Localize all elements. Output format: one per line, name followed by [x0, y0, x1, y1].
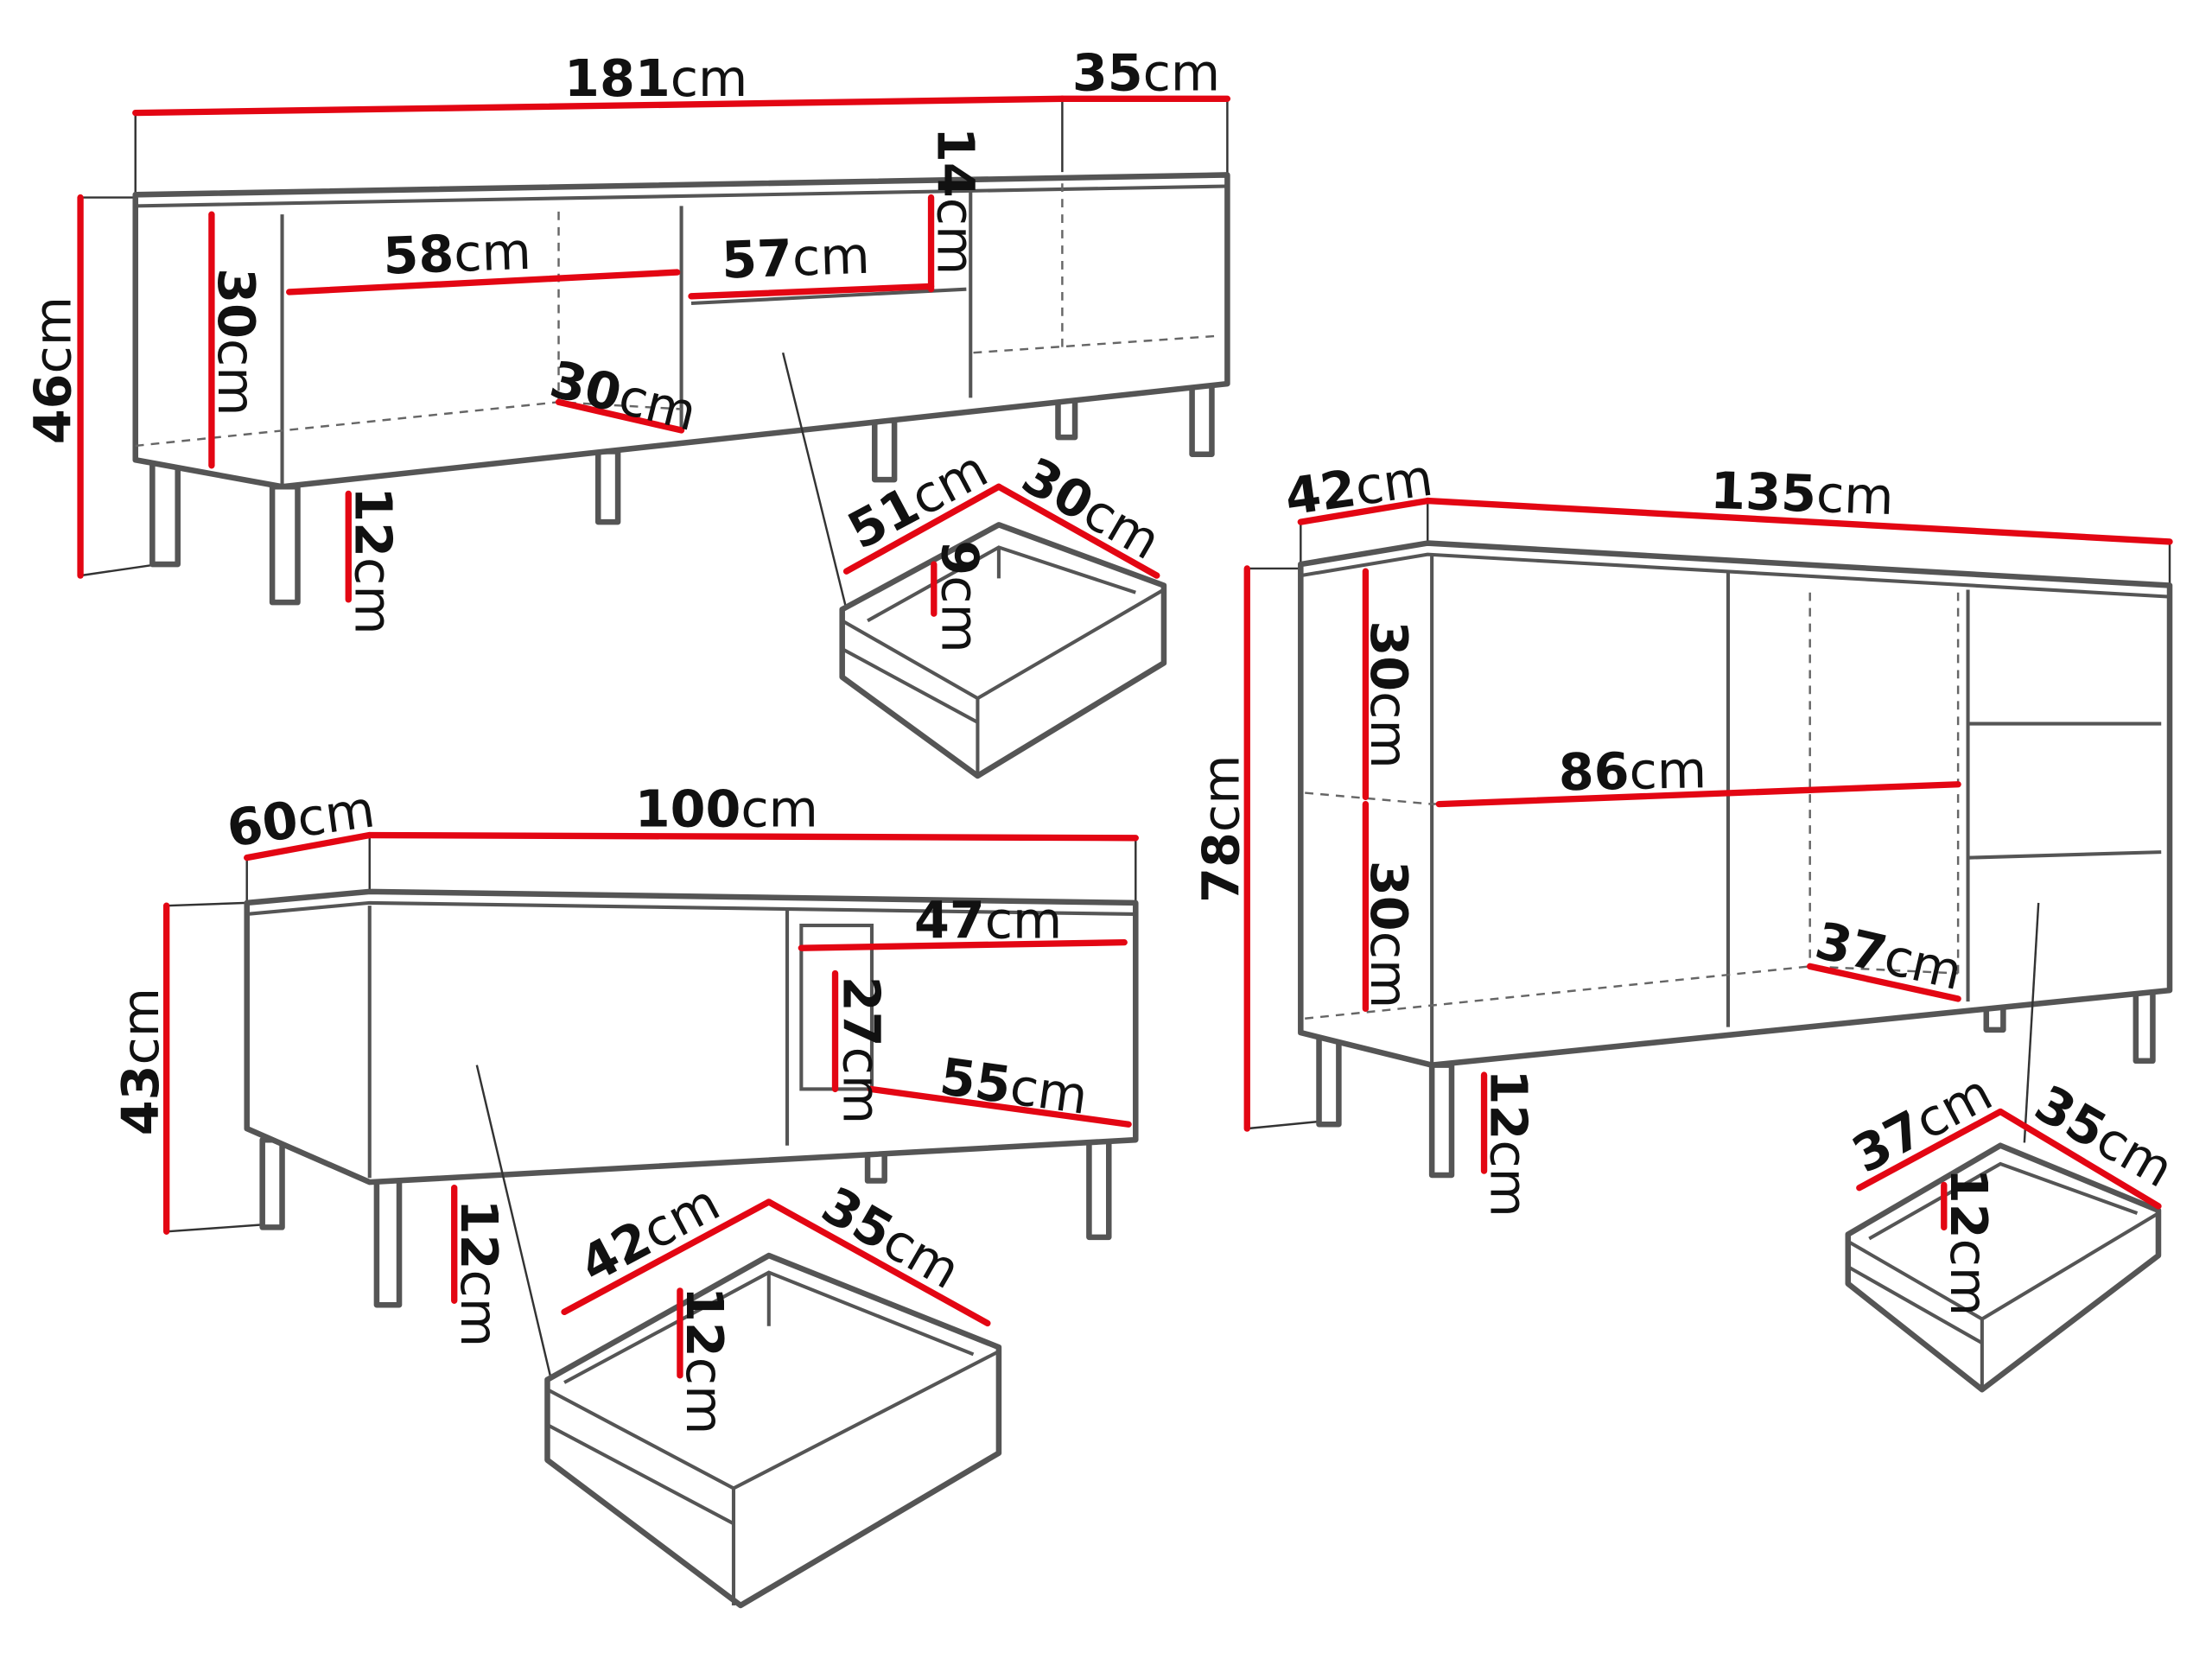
- sideboard-dimension-lines: [1243, 497, 2173, 1231]
- label-drawer-width: 42cm: [570, 1173, 729, 1294]
- label-height: 46cm: [23, 296, 83, 444]
- label-leg-height: 12cm: [449, 1199, 509, 1347]
- low-cabinet-drawing: [166, 835, 1139, 1609]
- label-drawer-height: 12cm: [675, 1287, 734, 1434]
- label-height: 78cm: [1191, 755, 1250, 903]
- label-width: 100cm: [635, 779, 818, 839]
- label-drawer-height: 12cm: [1939, 1168, 1999, 1316]
- label-shelf-width: 57cm: [721, 226, 871, 290]
- low-cabinet-labels: 60cm 100cm 43cm 47cm 27cm 55cm 12cm 42cm…: [111, 779, 1091, 1434]
- label-depth: 60cm: [223, 779, 378, 858]
- label-shelf-width: 47cm: [914, 891, 1062, 950]
- label-depth: 35cm: [1072, 42, 1220, 102]
- label-upper-height: 30cm: [1359, 620, 1419, 768]
- tv-cabinet-drawing: [79, 99, 1230, 779]
- label-inner-depth: 55cm: [937, 1046, 1091, 1126]
- label-inner-width: 86cm: [1558, 740, 1707, 802]
- label-lower-height: 30cm: [1359, 861, 1419, 1008]
- label-height: 43cm: [111, 988, 170, 1135]
- label-shelf-height: 14cm: [926, 127, 986, 275]
- label-compartment-width: 58cm: [382, 221, 532, 286]
- low-cabinet-dimension-lines: [162, 831, 1139, 1379]
- sideboard-drawing: [1247, 500, 2173, 1393]
- label-width: 181cm: [564, 48, 747, 108]
- tv-cabinet-dimension-lines: [77, 95, 1231, 617]
- label-width: 135cm: [1709, 461, 1895, 526]
- label-leg-height: 12cm: [343, 486, 403, 634]
- label-depth: 42cm: [1281, 448, 1436, 527]
- label-shelf-height: 27cm: [831, 976, 891, 1124]
- label-drawer-height: 9cm: [931, 540, 990, 652]
- label-compartment-height: 30cm: [207, 268, 266, 416]
- label-leg-height: 12cm: [1479, 1070, 1539, 1217]
